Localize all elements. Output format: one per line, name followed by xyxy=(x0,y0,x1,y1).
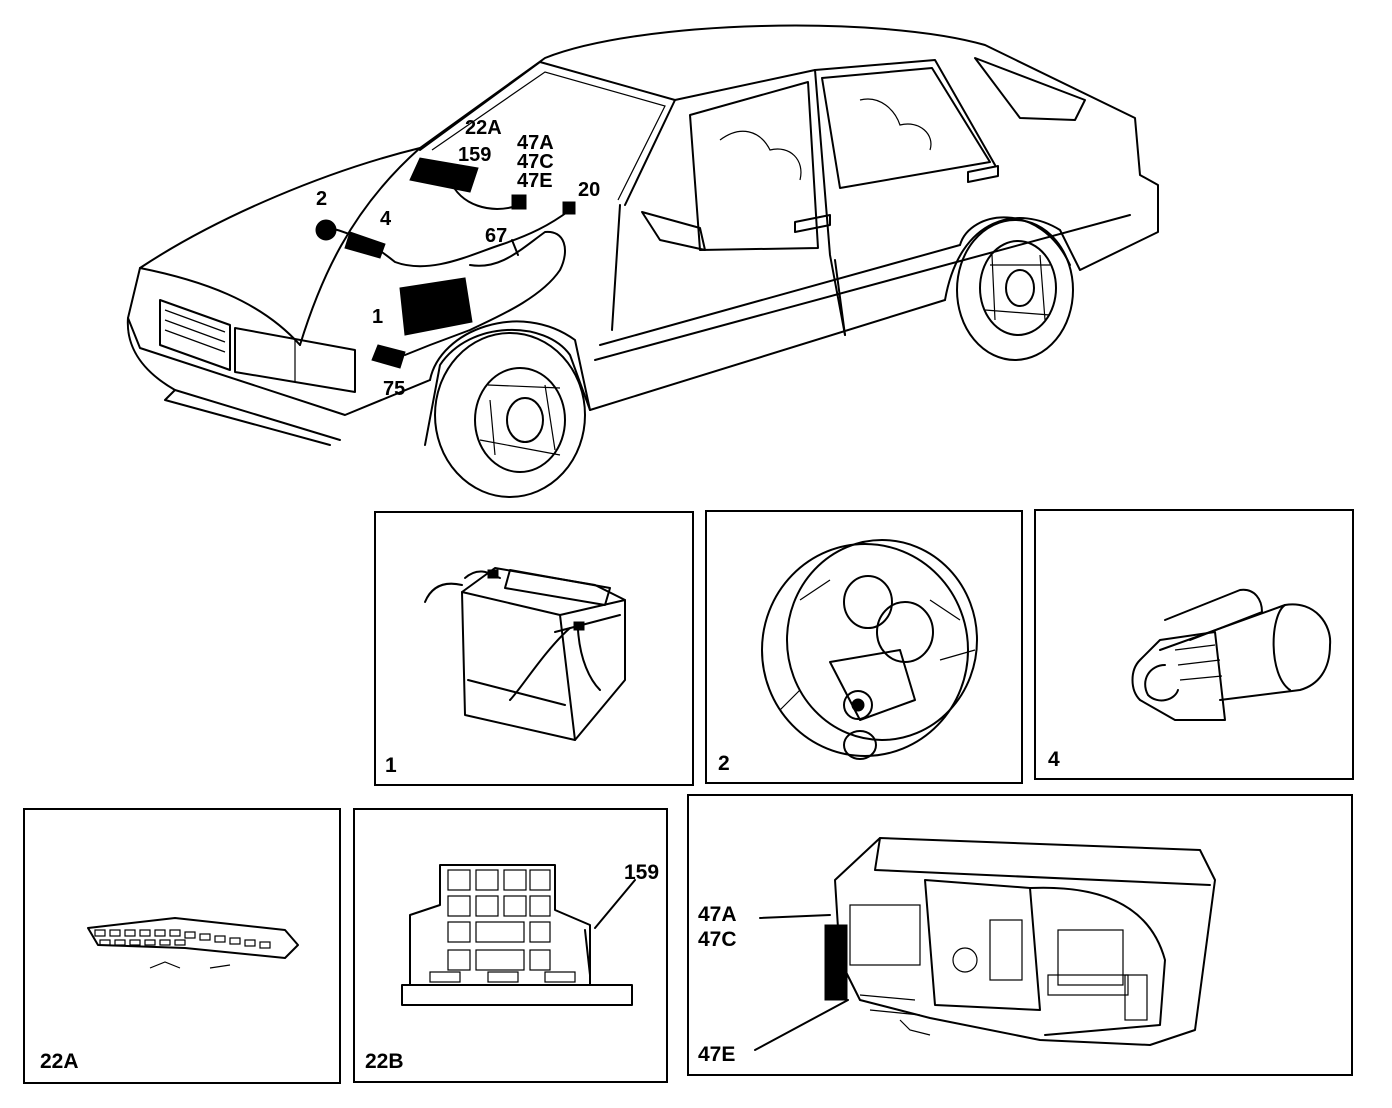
panel-label-4: 4 xyxy=(1048,748,1060,771)
panel-fuse-strip: 22A xyxy=(23,808,341,1084)
panel-label-22a: 22A xyxy=(40,1050,79,1073)
car-label-47c: 47C xyxy=(517,151,554,173)
panel-label-2: 2 xyxy=(718,752,730,775)
cluster-callout-47a: 47A xyxy=(698,903,737,926)
relay-callout-159: 159 xyxy=(624,861,659,884)
car-label-47a: 47A xyxy=(517,132,554,154)
panel-label-1: 1 xyxy=(385,754,397,777)
panel-relay-box: 159 22B xyxy=(353,808,668,1083)
car-label-22a: 22A xyxy=(465,117,502,139)
car-label-67: 67 xyxy=(485,225,507,247)
panel-label-47e: 47E xyxy=(698,1043,735,1066)
panel-starter: 4 xyxy=(1034,509,1354,780)
cluster-callout-47c: 47C xyxy=(698,928,737,951)
car-label-47e: 47E xyxy=(517,170,553,192)
panel-battery: 1 xyxy=(374,511,694,786)
car-illustration: 22A 159 47A 47C 47E 20 2 4 67 1 75 xyxy=(126,24,1159,498)
panel-instrument-cluster: 47A 47C 47E xyxy=(687,794,1353,1076)
car-label-2: 2 xyxy=(316,188,327,210)
panel-alternator: 2 xyxy=(705,510,1023,784)
car-label-75: 75 xyxy=(383,378,405,400)
car-label-4: 4 xyxy=(380,208,392,230)
car-label-159: 159 xyxy=(458,144,491,166)
car-label-1: 1 xyxy=(372,306,383,328)
panel-label-22b: 22B xyxy=(365,1050,404,1073)
car-label-20: 20 xyxy=(578,179,600,201)
